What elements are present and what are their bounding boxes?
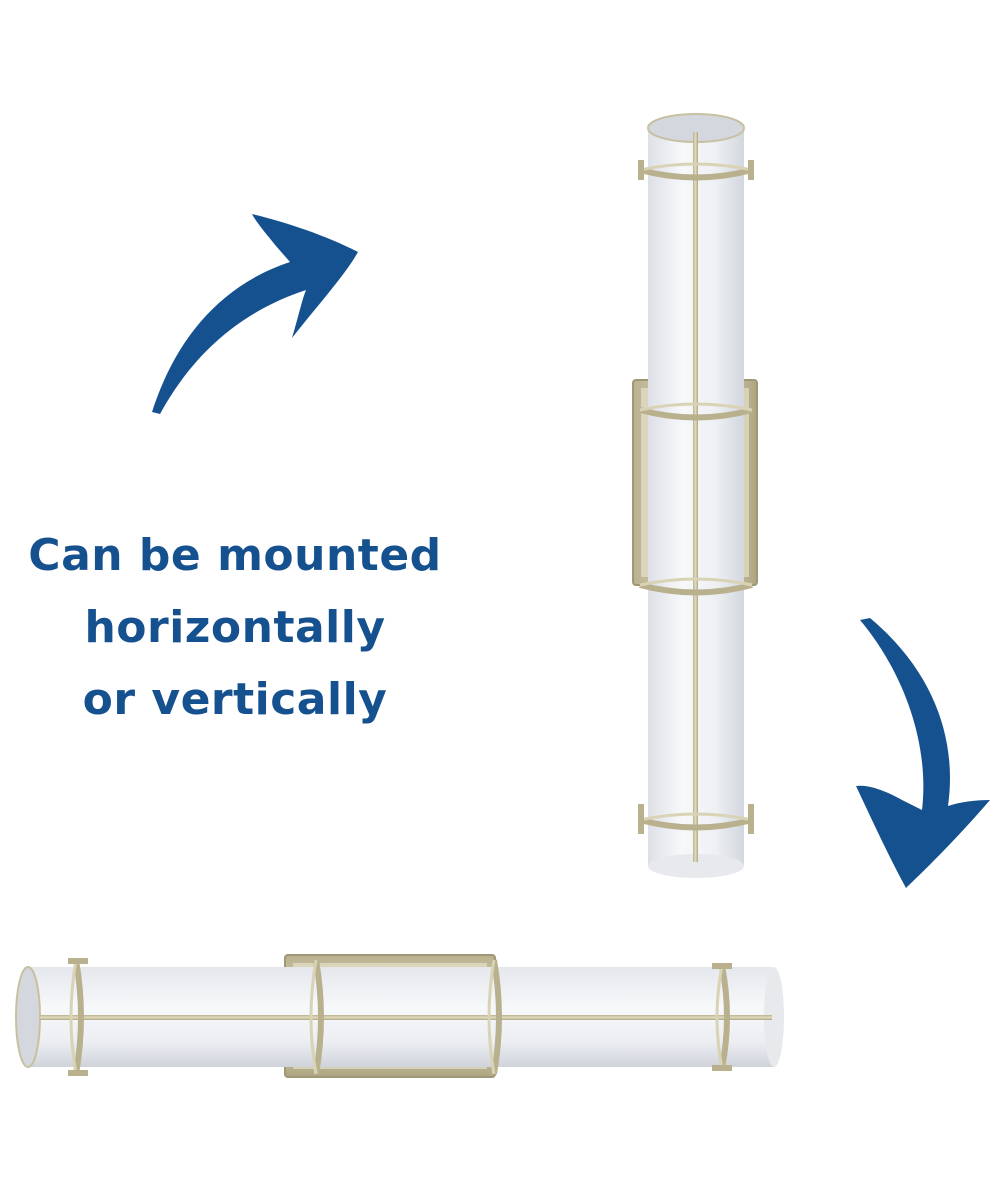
caption-line-2: horizontally [84,602,386,653]
caption-line-3: or vertically [82,674,388,725]
curved-arrow-up-right-icon [152,214,358,414]
center-rod [40,1015,772,1020]
vertical-light-fixture [632,113,758,878]
curved-arrow-down-right-icon [856,618,990,888]
horizontal-light-fixture [15,954,784,1078]
caption-line-1: Can be mounted [28,530,442,581]
mounting-caption: Can be mounted horizontally or verticall… [0,520,470,736]
center-rod [693,132,698,862]
